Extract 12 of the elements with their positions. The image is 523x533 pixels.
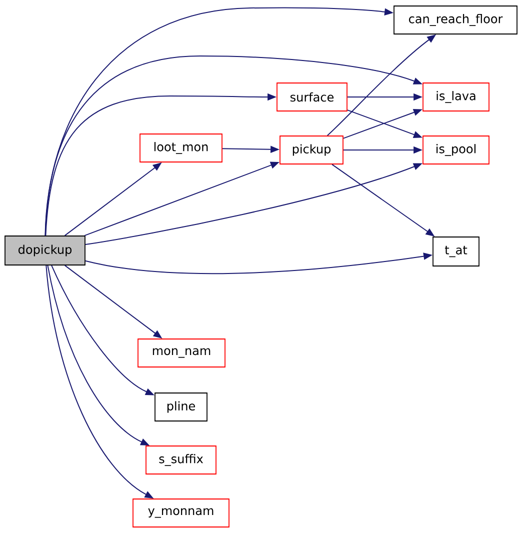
- function-box: pickup: [280, 136, 344, 164]
- function-box: pline: [154, 392, 208, 422]
- function-box: surface: [276, 82, 348, 112]
- function-box: mon_nam: [138, 338, 226, 368]
- function-box: is_lava: [422, 82, 490, 112]
- function-box: is_pool: [422, 136, 490, 164]
- function-box: dopickup: [4, 236, 86, 266]
- function-box: s_suffix: [146, 446, 216, 474]
- function-box: t_at: [432, 236, 480, 266]
- function-box: loot_mon: [140, 134, 222, 162]
- function-box: can_reach_floor: [394, 6, 518, 34]
- function-box: y_monnam: [132, 498, 230, 528]
